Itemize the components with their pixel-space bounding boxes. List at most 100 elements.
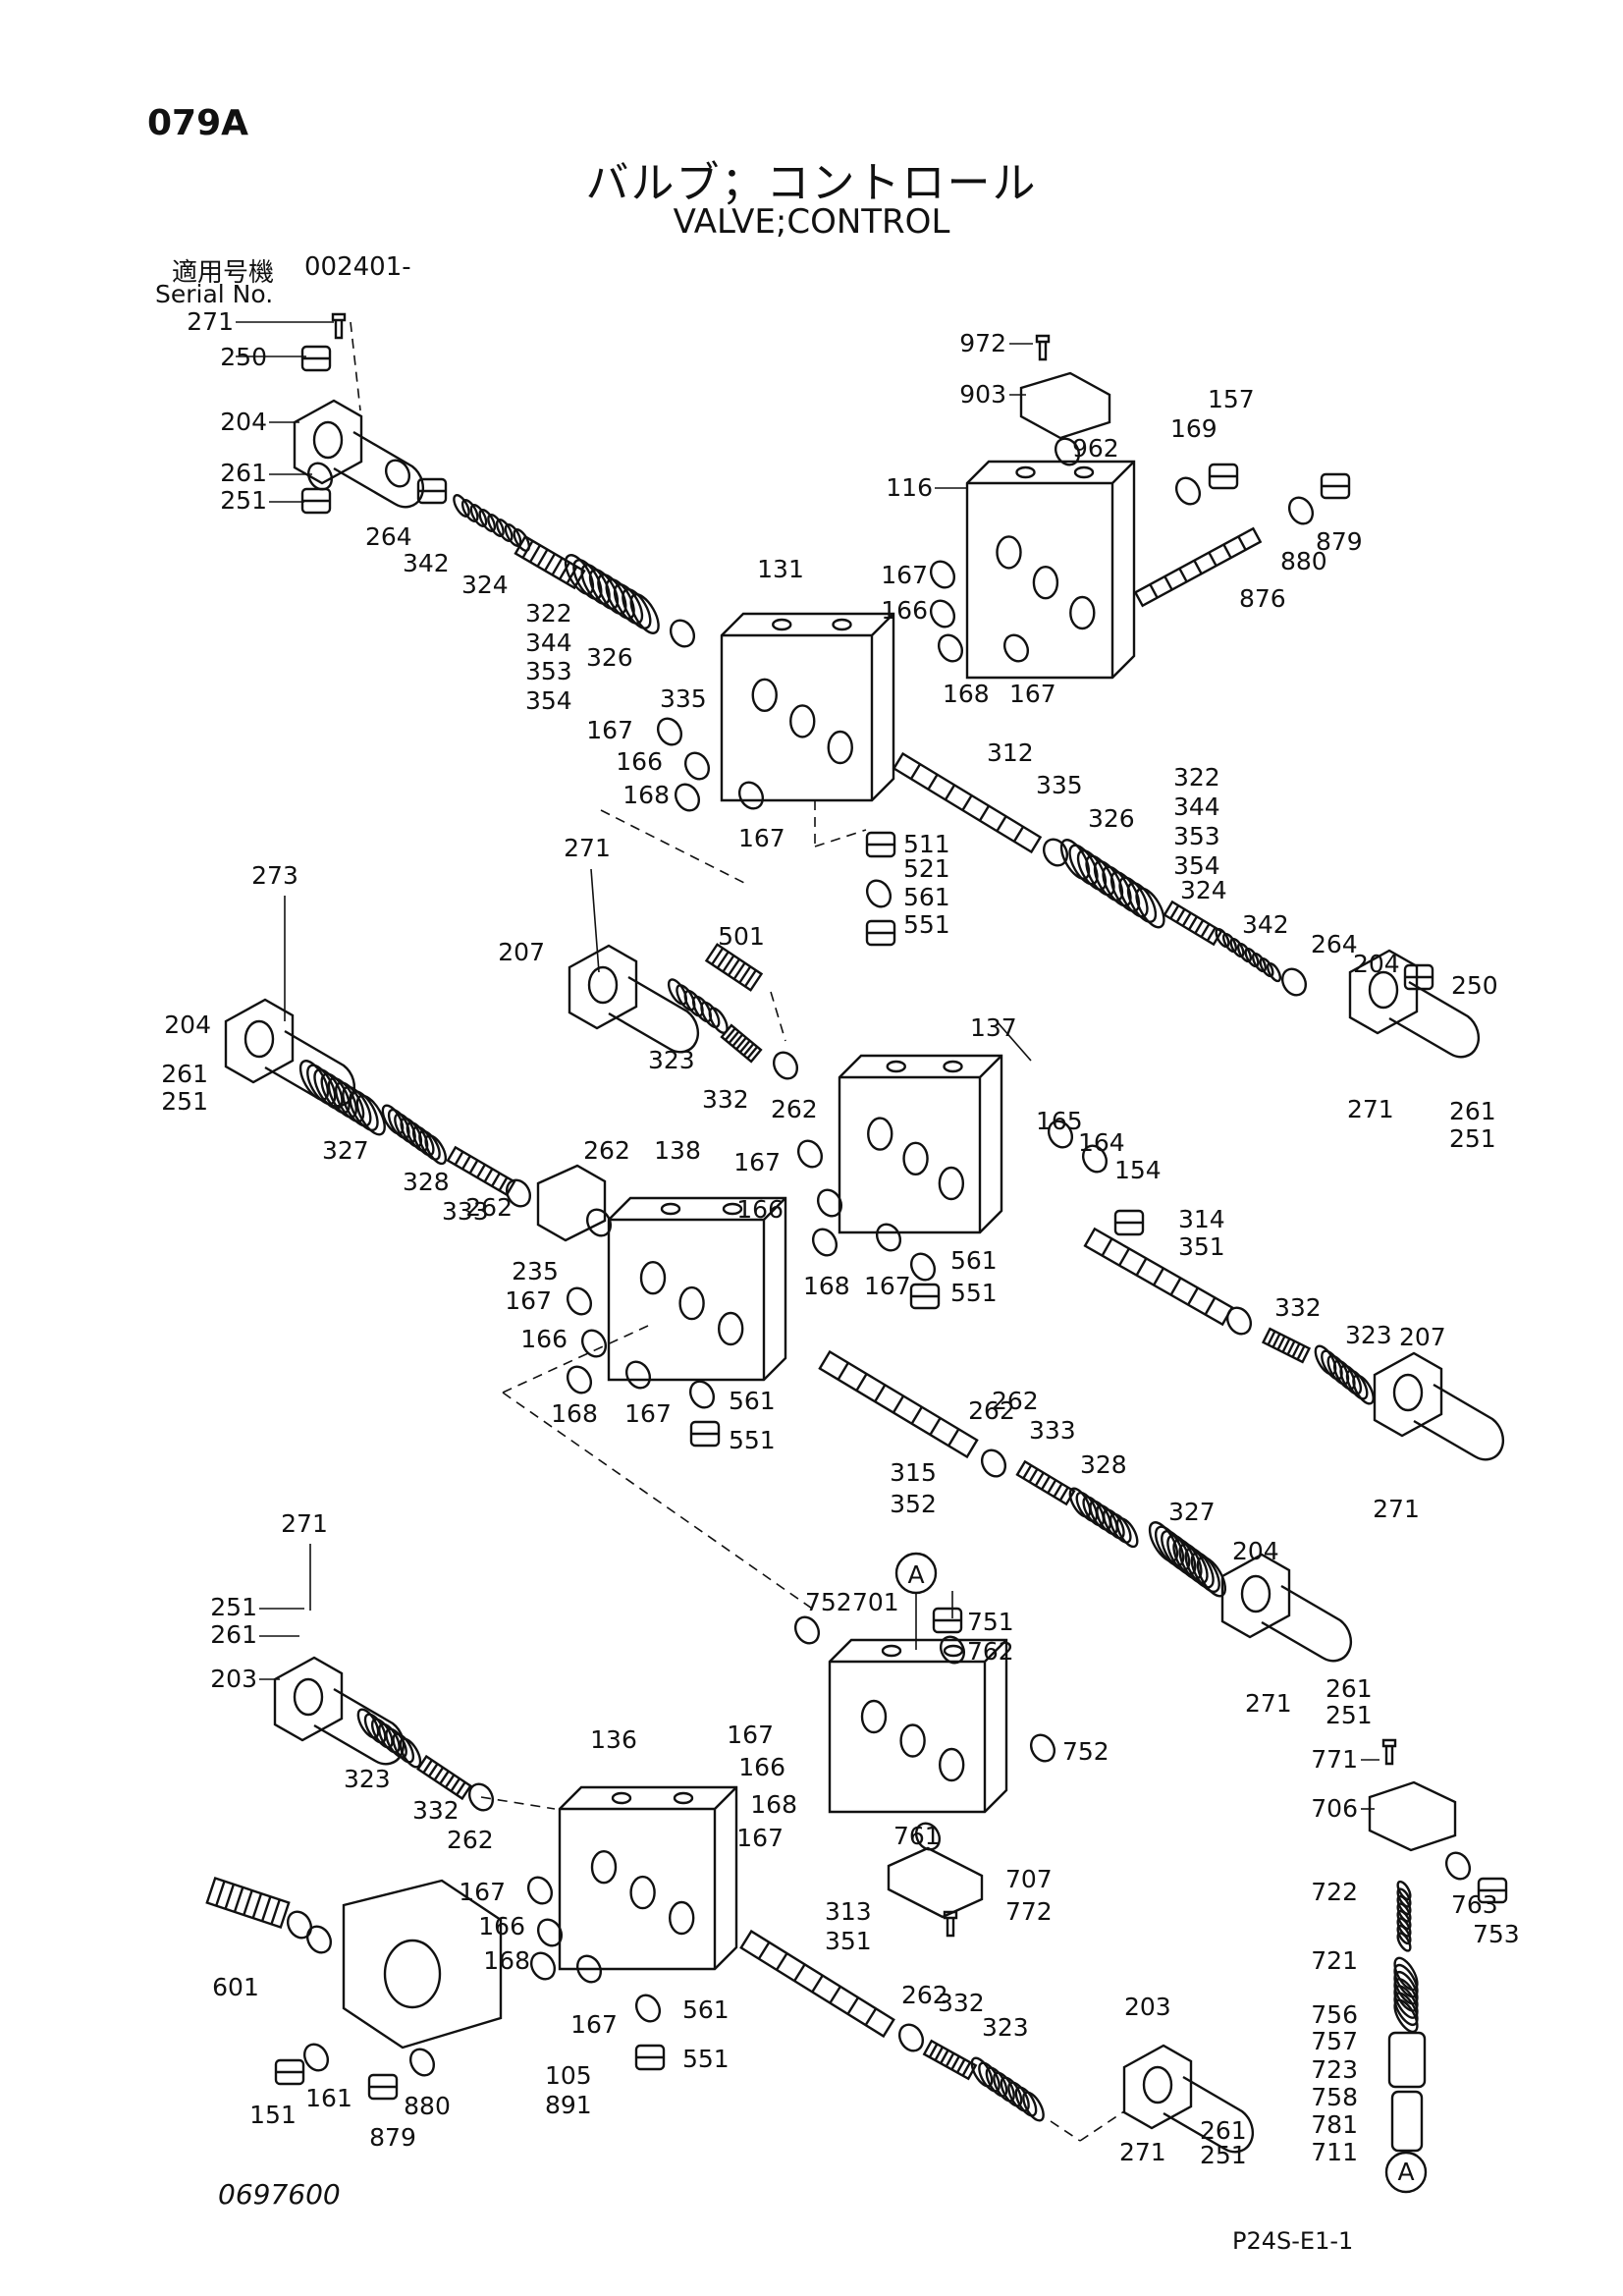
o-ring-264 — [384, 459, 411, 488]
callout-204: 204 — [1232, 1537, 1279, 1565]
spool-314-land — [1135, 1257, 1148, 1277]
callout-879: 879 — [369, 2123, 416, 2152]
callout-353: 353 — [525, 657, 572, 685]
spring-324 — [495, 519, 514, 542]
callout-880: 880 — [404, 2092, 451, 2120]
solenoid-601-land — [251, 1892, 263, 1919]
sheet-reference: P24S-E1-1 — [1232, 2227, 1354, 2255]
o-ring — [305, 1925, 333, 1954]
callout-251: 251 — [220, 486, 267, 515]
callout-166: 166 — [736, 1195, 784, 1224]
stopper-322-land — [551, 557, 564, 576]
callout-251: 251 — [1449, 1124, 1496, 1153]
stopper-332d — [922, 2039, 978, 2081]
solenoid-601-land — [270, 1898, 281, 1925]
spring-323 — [676, 984, 696, 1011]
stopper-332c — [416, 1754, 472, 1801]
piston-501-land — [738, 965, 752, 984]
spool-313-land — [864, 2007, 878, 2026]
callout-271: 271 — [1245, 1689, 1292, 1718]
stopper-333b-land — [1022, 1464, 1033, 1479]
callout-262: 262 — [465, 1193, 513, 1222]
o-ring-262 — [585, 1208, 613, 1237]
end-cap-207 — [568, 944, 638, 1030]
callout-322: 322 — [525, 599, 572, 628]
spool-312-land — [944, 784, 956, 801]
callout-327: 327 — [322, 1136, 369, 1165]
callout-876: 876 — [1239, 584, 1286, 613]
spring-721 — [1393, 1992, 1419, 2027]
callout-262: 262 — [447, 1826, 494, 1854]
leader-line — [996, 1020, 1032, 1062]
valve-section-136-port — [629, 1875, 656, 1910]
callout-151: 151 — [249, 2101, 297, 2129]
assembly-dash-line — [770, 991, 786, 1042]
callout-962: 962 — [1072, 434, 1119, 463]
valve-section-137-port — [902, 1141, 929, 1176]
callout-167: 167 — [570, 2010, 618, 2039]
callout-752: 752 — [1062, 1737, 1109, 1766]
stopper-333-land — [483, 1168, 494, 1183]
callout-332: 332 — [1274, 1293, 1322, 1322]
stopper-333b-land — [1058, 1487, 1069, 1502]
spring-323c — [385, 1727, 407, 1759]
stopper-332d-land — [961, 2061, 972, 2077]
stopper-324-land — [1194, 919, 1205, 934]
spring-328b — [1089, 1500, 1111, 1531]
spring-328 — [424, 1134, 448, 1166]
o-ring-262c — [980, 1449, 1007, 1478]
callout-261: 261 — [1449, 1097, 1496, 1125]
callout-711: 711 — [1311, 2138, 1358, 2166]
callout-312: 312 — [987, 738, 1034, 767]
stopper-333b-land — [1028, 1468, 1039, 1483]
o-ring-167 — [526, 1876, 554, 1905]
o-ring-168 — [811, 1228, 839, 1257]
o-ring-762 — [939, 1635, 966, 1665]
callout-262: 262 — [901, 1981, 948, 2009]
piston-501-land — [722, 955, 735, 973]
callout-781: 781 — [1311, 2110, 1358, 2139]
callout-166: 166 — [478, 1912, 525, 1941]
solenoid-601 — [205, 1876, 291, 1930]
callout-327: 327 — [1168, 1498, 1216, 1526]
piston-501 — [704, 943, 764, 992]
solenoid-601-land — [233, 1886, 244, 1913]
spring-324 — [469, 504, 488, 527]
cover-707 — [887, 1846, 984, 1919]
callout-723: 723 — [1311, 2055, 1358, 2084]
o-ring-167 — [566, 1286, 593, 1316]
o-ring-166 — [929, 599, 956, 629]
spring-326 — [1126, 882, 1158, 923]
callout-561: 561 — [950, 1246, 998, 1275]
o-ring-763 — [1444, 1851, 1472, 1881]
spring-323d — [978, 2061, 1001, 2093]
stopper-332d-land — [940, 2050, 949, 2064]
callout-167: 167 — [586, 716, 633, 744]
valve-section-701 — [828, 1638, 1008, 1814]
callout-332: 332 — [702, 1085, 749, 1114]
serial-number-value: 002401- — [304, 252, 411, 282]
stud-876-land — [1193, 560, 1203, 574]
callout-262: 262 — [992, 1387, 1039, 1415]
spring-323d — [1007, 2081, 1030, 2112]
stud-876-body — [1133, 526, 1263, 608]
piston-501-land — [716, 951, 730, 969]
stud-876-land — [1163, 575, 1173, 591]
assembly-dash-line — [480, 1796, 556, 1810]
stopper-332c-land — [444, 1774, 456, 1788]
title-english: VALVE;CONTROL — [673, 202, 950, 242]
stopper-324-land — [1206, 927, 1217, 942]
stopper-322-land — [558, 562, 571, 580]
callout-161: 161 — [305, 2084, 352, 2112]
valve-body-116-port — [1069, 595, 1096, 630]
valve-section-136-port — [669, 1900, 695, 1936]
end-cap-204d — [1220, 1553, 1291, 1639]
o-ring-168 — [529, 1951, 557, 1981]
stopper-332b-land — [1276, 1336, 1286, 1350]
spring-323c — [370, 1718, 394, 1749]
bolt-972 — [1035, 334, 1051, 361]
spring-326 — [1135, 887, 1165, 929]
callout-561: 561 — [903, 883, 950, 911]
callout-762: 762 — [967, 1637, 1014, 1666]
stopper-322 — [514, 534, 586, 590]
